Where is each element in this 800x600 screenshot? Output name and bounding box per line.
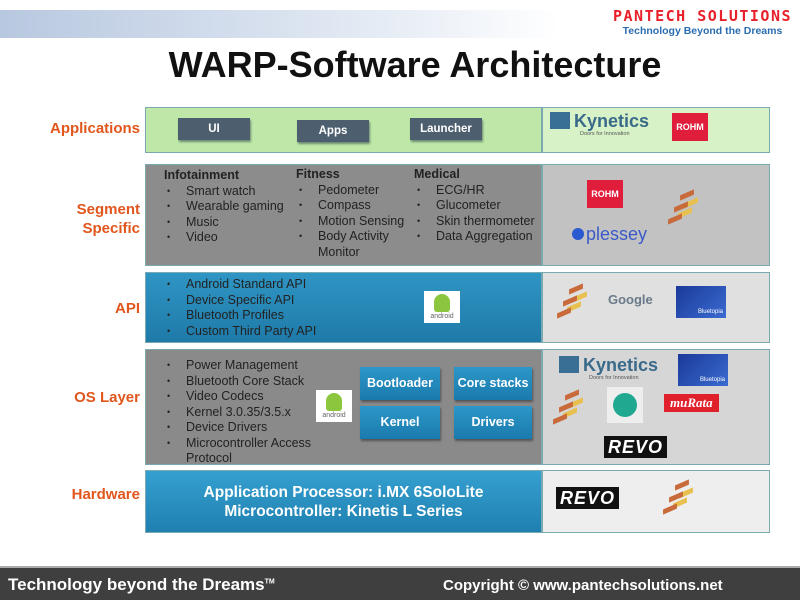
header-gradient-bar [0, 10, 560, 38]
freescale-logo [556, 283, 590, 320]
list-item: Skin thermometer [414, 214, 541, 230]
list-item: Power Management [164, 358, 312, 374]
list-item: Compass [296, 198, 412, 214]
revo-logo: REVO [604, 436, 668, 458]
list-item: Music [164, 215, 292, 231]
apps-button[interactable]: Apps [297, 120, 369, 142]
list-item: Bluetooth Profiles [164, 308, 364, 324]
kynetics-logo-tagline: Doors for Innovation [580, 131, 630, 137]
rohm-logo: ROHM [587, 180, 623, 208]
segment-partners [542, 164, 770, 266]
android-logo: android [316, 390, 352, 422]
bootloader-block: Bootloader [360, 367, 440, 400]
plessey-logo-name: plessey [586, 224, 648, 244]
layer-label-hardware: Hardware [71, 486, 140, 503]
plessey-logo: plessey [572, 224, 647, 245]
kynetics-logo-tagline: Doors for Innovation [589, 375, 639, 381]
kynetics-logo-name: Kynetics [583, 355, 659, 375]
list-item: Kernel 3.0.35/3.5.x [164, 405, 312, 421]
kynetics-logo-name: Kynetics [574, 111, 650, 131]
list-item: Video Codecs [164, 389, 312, 405]
list-item: Pedometer [296, 183, 412, 199]
freescale-logo [667, 189, 701, 226]
rohm-logo: ROHM [672, 113, 708, 141]
os-list: Power ManagementBluetooth Core StackVide… [164, 358, 312, 467]
fitness-group: Fitness PedometerCompassMotion SensingBo… [296, 167, 412, 260]
list-item: Wearable gaming [164, 199, 292, 215]
list-item: Android Standard API [164, 277, 364, 293]
segment-label-line1: Segment [76, 201, 140, 218]
footer-tagline: Technology beyond the DreamsTM [8, 575, 275, 595]
group-title: Medical [414, 167, 460, 181]
group-title: Infotainment [164, 168, 239, 182]
list-item: Custom Third Party API [164, 324, 364, 340]
company-logo: PANTECH SOLUTIONS Technology Beyond the … [605, 8, 800, 38]
segment-label-line2: Specific [82, 220, 140, 237]
android-badge-text: android [322, 412, 346, 419]
infotainment-group: Infotainment Smart watchWearable gamingM… [164, 168, 292, 246]
list-item: Data Aggregation [414, 229, 541, 245]
bluetopia-logo: Bluetopia [678, 354, 728, 386]
layer-label-api: API [114, 300, 140, 317]
layer-label-os: OS Layer [74, 389, 140, 406]
launcher-button[interactable]: Launcher [410, 118, 482, 140]
hardware-line-microcontroller: Microcontroller: Kinetis L Series [224, 503, 463, 520]
hardware-line-processor: Application Processor: i.MX 6SoloLite [203, 484, 484, 501]
list-item: Device Drivers [164, 420, 312, 436]
footer-tagline-text: Technology beyond the Dreams [8, 575, 265, 594]
google-logo: Google [608, 292, 653, 307]
core-stacks-block: Core stacks [454, 367, 532, 400]
revo-logo: REVO [556, 487, 620, 509]
footer-bar: Technology beyond the DreamsTM Copyright… [0, 566, 800, 600]
company-logo-tagline: Technology Beyond the Dreams [622, 25, 783, 37]
ui-button[interactable]: UI [178, 118, 250, 140]
layer-label-applications: Applications [49, 120, 140, 137]
android-badge-text: android [430, 313, 454, 320]
list-item: Glucometer [414, 198, 541, 214]
android-logo: android [424, 291, 460, 323]
murata-logo: muRata [664, 394, 719, 412]
drivers-block: Drivers [454, 406, 532, 439]
os-partners [542, 349, 770, 465]
medical-group: Medical ECG/HRGlucometerSkin thermometer… [414, 167, 541, 245]
list-item: Motion Sensing [296, 214, 412, 230]
list-item: Microcontroller Access Protocol [164, 436, 312, 467]
list-item: Bluetooth Core Stack [164, 374, 312, 390]
kernel-block: Kernel [360, 406, 440, 439]
list-item: Smart watch [164, 184, 292, 200]
freescale-logo [552, 389, 586, 426]
maxim-logo [607, 387, 643, 423]
bluetopia-logo: Bluetopia [676, 286, 726, 318]
footer-copyright: Copyright © www.pantechsolutions.net [443, 577, 723, 594]
list-item: ECG/HR [414, 183, 541, 199]
list-item: Video [164, 230, 292, 246]
list-item: Device Specific API [164, 293, 364, 309]
freescale-logo [662, 479, 696, 516]
trademark-mark: TM [264, 578, 275, 586]
group-title: Fitness [296, 167, 340, 181]
api-list: Android Standard APIDevice Specific APIB… [164, 277, 364, 339]
slide-title: WARP-Software Architecture [168, 44, 662, 85]
company-logo-name: PANTECH SOLUTIONS [612, 7, 793, 25]
applications-partners [542, 107, 770, 153]
list-item: Body Activity Monitor [296, 229, 412, 260]
